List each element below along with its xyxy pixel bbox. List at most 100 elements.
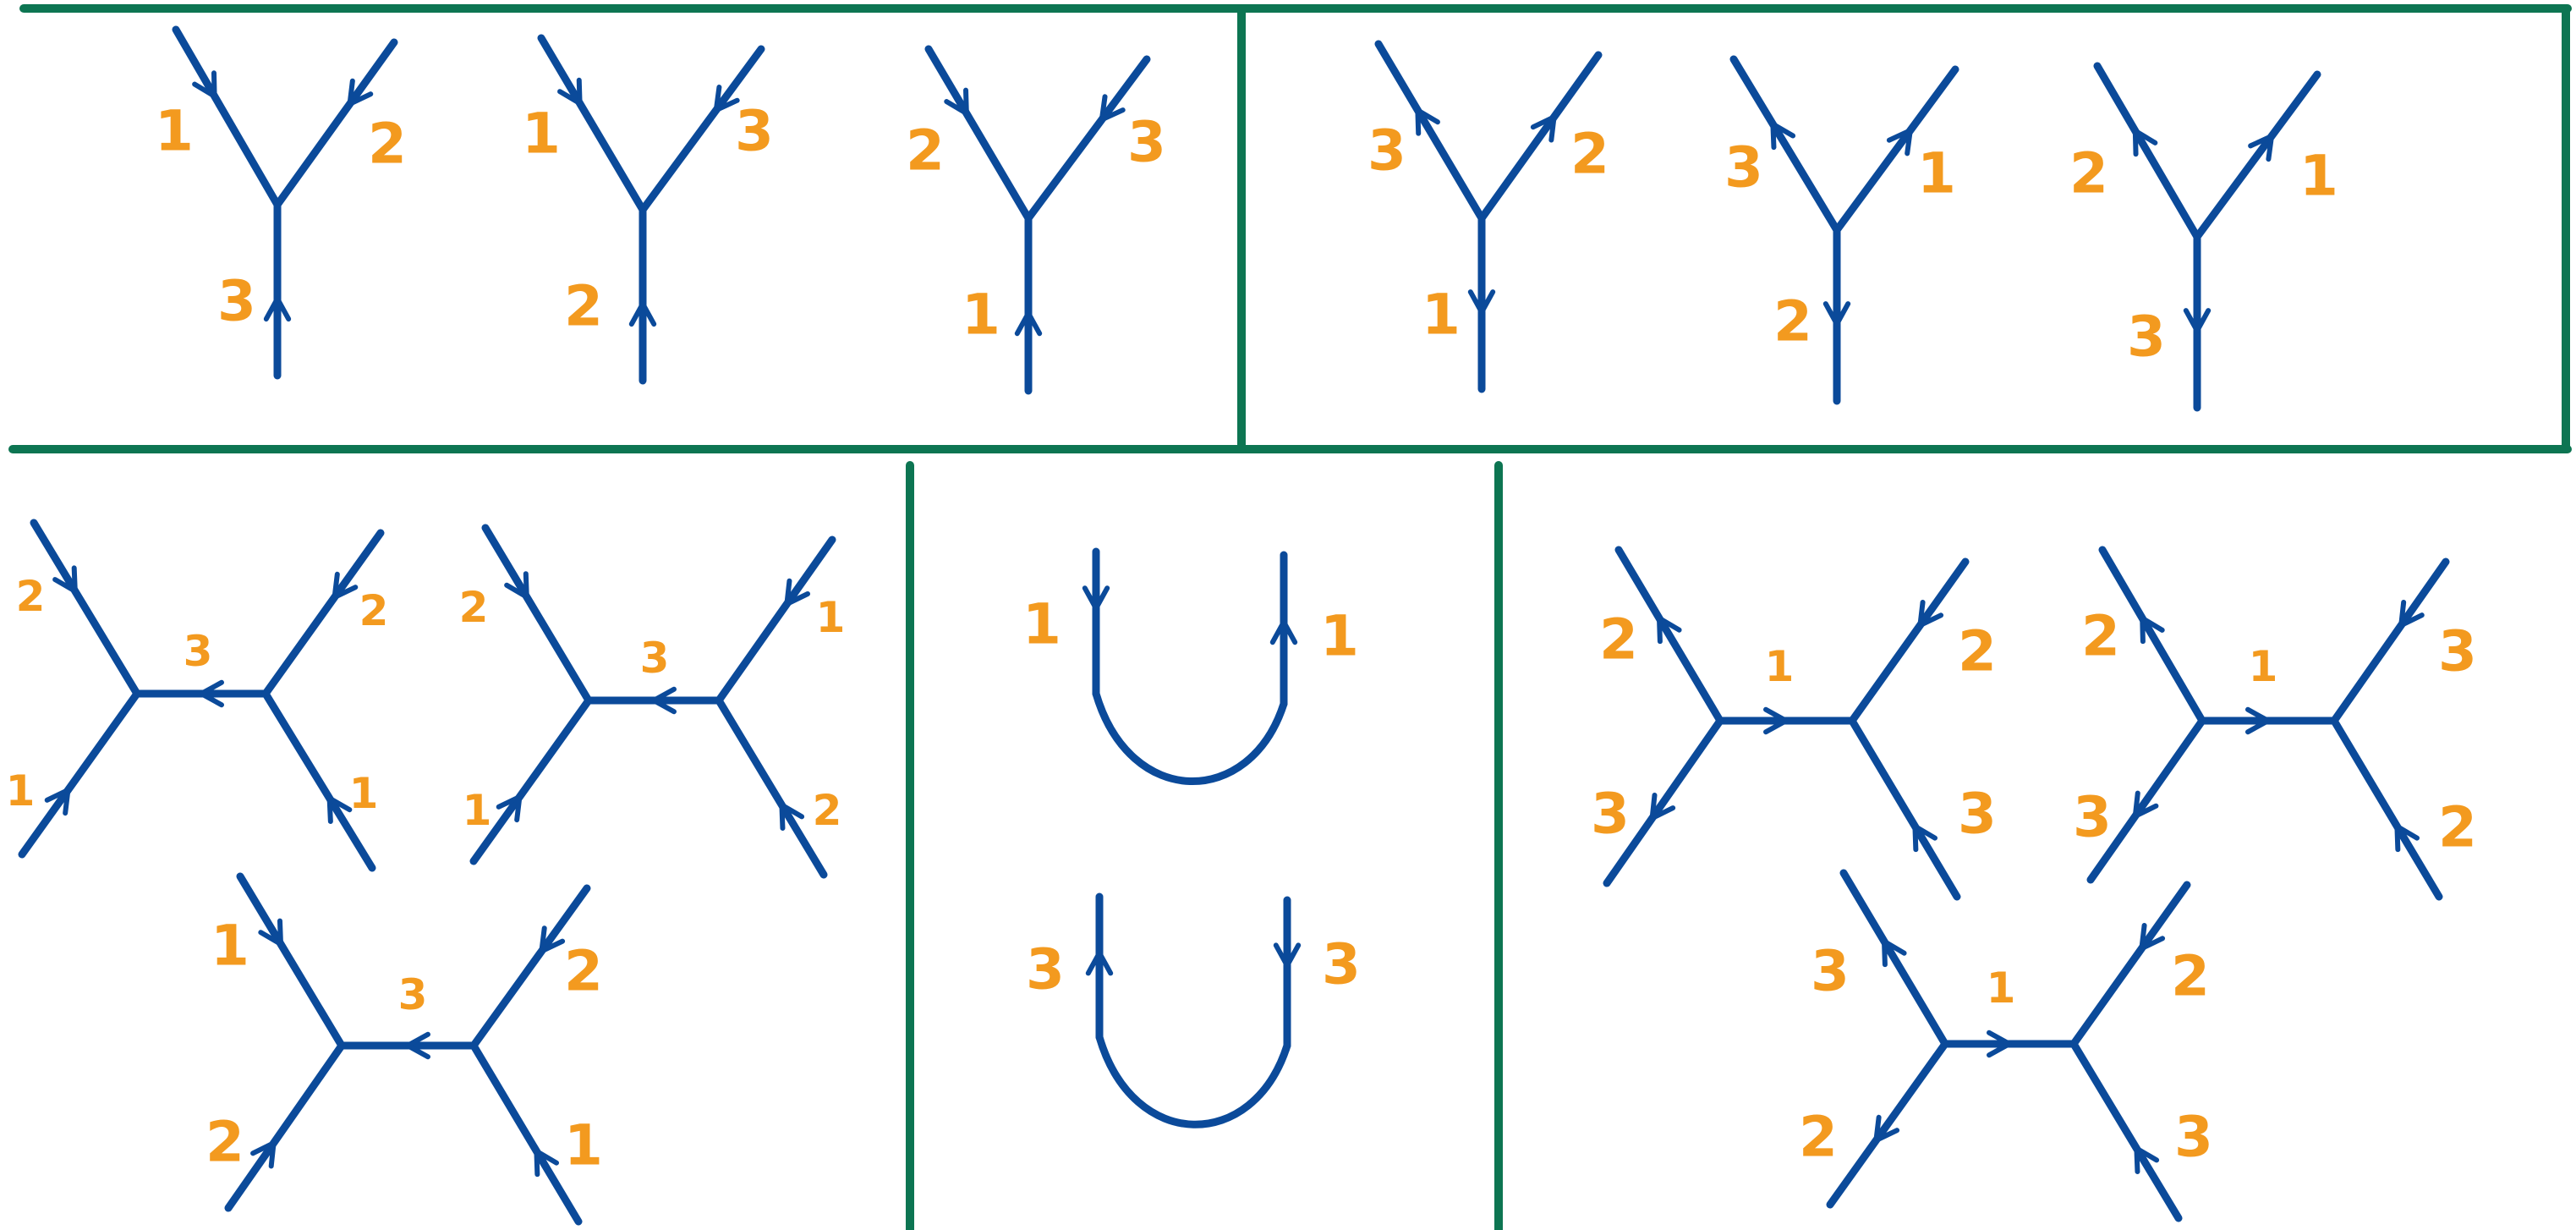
edge-upper-left (2093, 62, 2201, 241)
label-upper-left: 1 (211, 914, 249, 979)
edge-lower-left (224, 1041, 346, 1212)
label-upper-left: 2 (16, 572, 46, 621)
arrow-lr (326, 795, 353, 824)
label-upper-left: 3 (1811, 939, 1850, 1004)
arrow-ur (1099, 94, 1126, 123)
arrow-lr (534, 1148, 560, 1178)
edge-upper-right (1833, 65, 1959, 234)
arrow-ll (1873, 1114, 1900, 1143)
arrow-ur (713, 85, 740, 113)
label-upper-right: 1 (1917, 141, 1956, 206)
edge-lower-left (2086, 717, 2206, 884)
cap-curve (1092, 689, 1288, 785)
label-upper-left: 3 (1367, 118, 1406, 184)
label-upper-left: 2 (459, 583, 489, 632)
arrow-b (1014, 310, 1043, 337)
edge-upper-right (2069, 881, 2191, 1048)
edge-lower-right (2069, 1040, 2183, 1222)
arrow-ur (1886, 128, 1913, 156)
label-lower-right: 1 (349, 769, 379, 818)
edge-upper-left (924, 45, 1033, 222)
label-internal: 1 (2249, 642, 2278, 691)
label-lower-right: 3 (2174, 1105, 2213, 1170)
edge-lower-right (2330, 717, 2443, 901)
label-lower-left: 2 (1799, 1105, 1838, 1170)
label-right: 1 (1320, 604, 1359, 669)
label-lower-right: 3 (1958, 782, 1997, 847)
label-upper-right: 3 (2438, 619, 2477, 684)
arrow-lr (1912, 823, 1938, 853)
label-upper-right: 2 (368, 112, 407, 177)
arrow-lr (2134, 1145, 2160, 1174)
arrow-ur (2398, 599, 2425, 629)
edge-lower-right (715, 696, 828, 879)
label-bottom: 2 (564, 274, 603, 339)
cap-curve (1095, 1033, 1291, 1128)
edge-upper-right (1024, 55, 1151, 222)
edge-upper-right (715, 535, 836, 705)
arrow-lr (779, 802, 805, 831)
edge-upper-left (236, 872, 346, 1050)
edge-upper-left (1729, 55, 1841, 234)
label-bottom: 3 (217, 269, 256, 334)
arrow-ur (2248, 133, 2275, 162)
edge-upper-right (261, 529, 385, 698)
edge-lower-left (1603, 717, 1724, 887)
label-bottom: 1 (1422, 283, 1461, 348)
edge-upper-right (639, 45, 765, 214)
edge-upper-left (30, 519, 141, 698)
label-internal: 3 (640, 634, 670, 683)
arrow-internal (1987, 1030, 2012, 1058)
label-upper-left: 1 (155, 99, 194, 164)
arrow-b (628, 301, 657, 327)
edge-upper-right (469, 884, 591, 1050)
arrow-ur (1530, 114, 1557, 143)
arrow-internal (2245, 706, 2271, 735)
edge-lower-left (1826, 1040, 1949, 1209)
label-upper-left: 2 (2081, 604, 2120, 669)
arrow-left (1082, 585, 1110, 612)
label-upper-right: 2 (564, 939, 603, 1004)
edge-upper-right (1848, 557, 1970, 725)
arrow-b (263, 296, 292, 322)
edge-lower-left (18, 689, 141, 859)
panel-frames (8, 4, 2572, 1230)
label-lower-right: 2 (2438, 795, 2477, 860)
edge-lower-right (261, 689, 376, 872)
label-lower-left: 1 (6, 766, 36, 815)
arrow-left (1085, 950, 1114, 976)
label-upper-left: 1 (522, 102, 561, 167)
arrow-ul (2132, 128, 2158, 157)
label-upper-left: 3 (1724, 135, 1763, 200)
edge-upper-left (172, 25, 282, 209)
arrow-b (2183, 308, 2212, 334)
arrow-ul (944, 87, 969, 116)
vertex-1: 1 2 3 (155, 25, 407, 380)
label-upper-right: 2 (2171, 944, 2210, 1009)
label-lower-left: 2 (206, 1110, 244, 1175)
arrow-ul (1415, 107, 1440, 136)
arrow-internal (199, 679, 224, 708)
arrow-ul (1882, 938, 1907, 968)
label-internal: 3 (184, 627, 213, 676)
edge-upper-right (273, 38, 398, 209)
arrow-internal (651, 686, 677, 715)
arrow-ur (347, 78, 374, 107)
arrow-right (1273, 942, 1302, 969)
edge-upper-left (537, 34, 647, 214)
label-internal: 1 (1765, 642, 1795, 691)
edge-upper-left (1839, 869, 1949, 1048)
edge-upper-right (2330, 557, 2450, 725)
label-upper-left: 2 (906, 118, 945, 184)
